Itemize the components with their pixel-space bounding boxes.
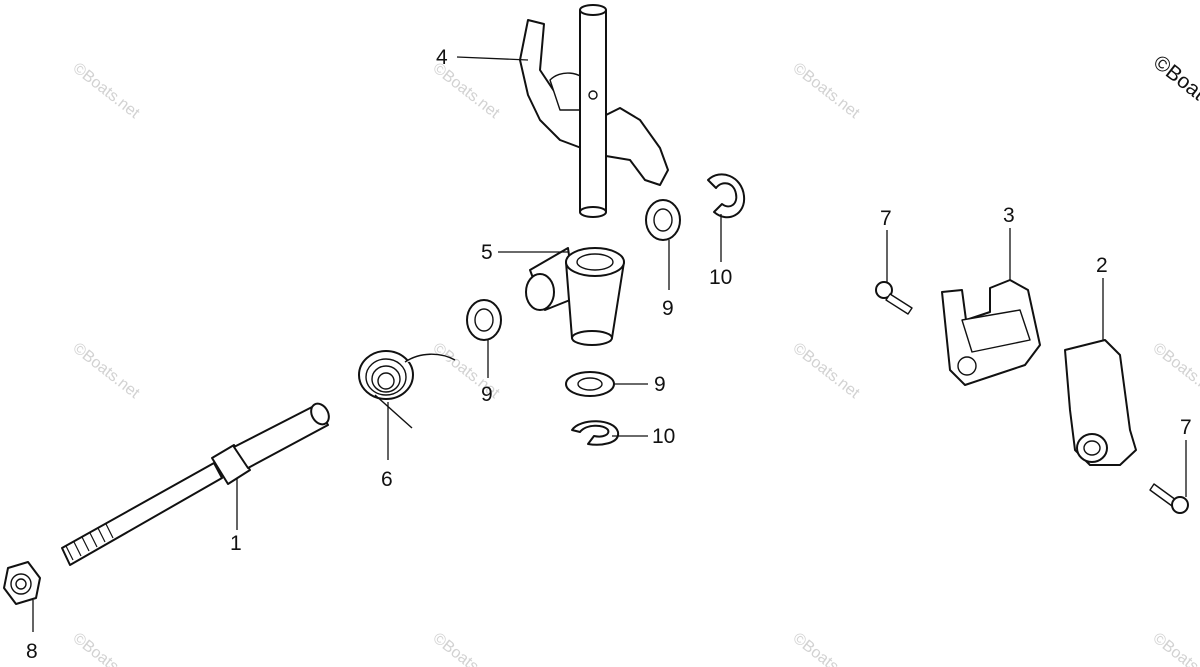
part-10-eclip	[571, 420, 620, 446]
watermark-edge: ©Boats	[1149, 51, 1200, 112]
part-6-spring	[358, 350, 456, 429]
watermark: ©Boats.net	[430, 630, 503, 667]
watermark: ©Boats.net	[1150, 340, 1200, 403]
callout-8: 8	[26, 640, 38, 663]
watermark: ©Boats.net	[790, 340, 863, 403]
part-5-collar	[525, 247, 625, 346]
part-2-arm	[1064, 339, 1137, 466]
watermark: ©Boats.net	[70, 340, 143, 403]
part-9-washer	[466, 299, 502, 341]
part-7-screw	[1149, 483, 1189, 514]
part-9-washer	[645, 199, 681, 241]
watermark: ©Boats.net	[70, 60, 143, 123]
callout-7: 7	[1180, 416, 1192, 439]
leader-lines	[32, 56, 1187, 632]
part-7-screw	[875, 281, 913, 315]
callout-10: 10	[652, 425, 675, 448]
callout-5: 5	[481, 241, 493, 264]
callout-3: 3	[1003, 204, 1015, 227]
callout-2: 2	[1096, 254, 1108, 277]
callout-7: 7	[880, 207, 892, 230]
part-1-shaft	[61, 402, 330, 566]
part-10-eclip	[707, 173, 746, 219]
callout-6: 6	[381, 468, 393, 491]
watermark: ©Boats.net	[70, 630, 143, 667]
callout-1: 1	[230, 532, 242, 555]
part-9-washer	[565, 371, 615, 397]
part-3-bracket	[941, 279, 1041, 386]
watermark: ©Boats.net	[790, 630, 863, 667]
callout-9: 9	[654, 373, 666, 396]
watermark: ©Boats.net	[1150, 630, 1200, 667]
callout-9: 9	[662, 297, 674, 320]
callouts: 1 2 3 4 5 6 7 7 8 9 9 9 10 10	[26, 46, 1192, 663]
callout-10: 10	[709, 266, 732, 289]
callout-9: 9	[481, 383, 493, 406]
part-8-nut	[3, 561, 41, 605]
watermark: ©Boats.net	[430, 60, 503, 123]
watermark: ©Boats.net	[790, 60, 863, 123]
vertical-shaft	[579, 4, 607, 218]
callout-4: 4	[436, 46, 448, 69]
